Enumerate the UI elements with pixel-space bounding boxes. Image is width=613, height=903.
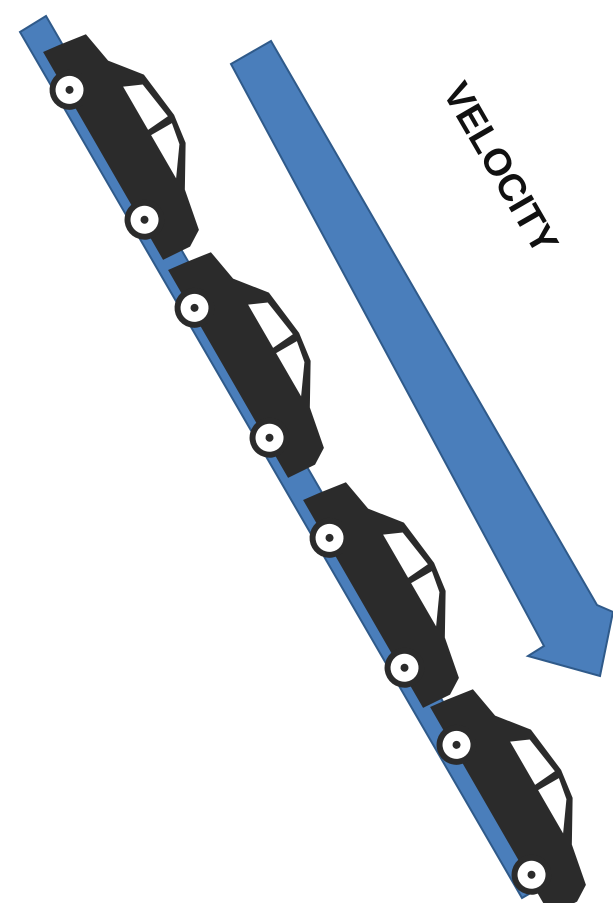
car-icon bbox=[416, 666, 613, 903]
velocity-label: VELOCITY bbox=[434, 76, 565, 262]
car-icon bbox=[154, 229, 361, 488]
velocity-arrow bbox=[229, 39, 613, 678]
car-2 bbox=[154, 229, 361, 488]
car-1 bbox=[29, 11, 236, 270]
car-4 bbox=[416, 666, 613, 903]
car-icon bbox=[29, 11, 236, 270]
